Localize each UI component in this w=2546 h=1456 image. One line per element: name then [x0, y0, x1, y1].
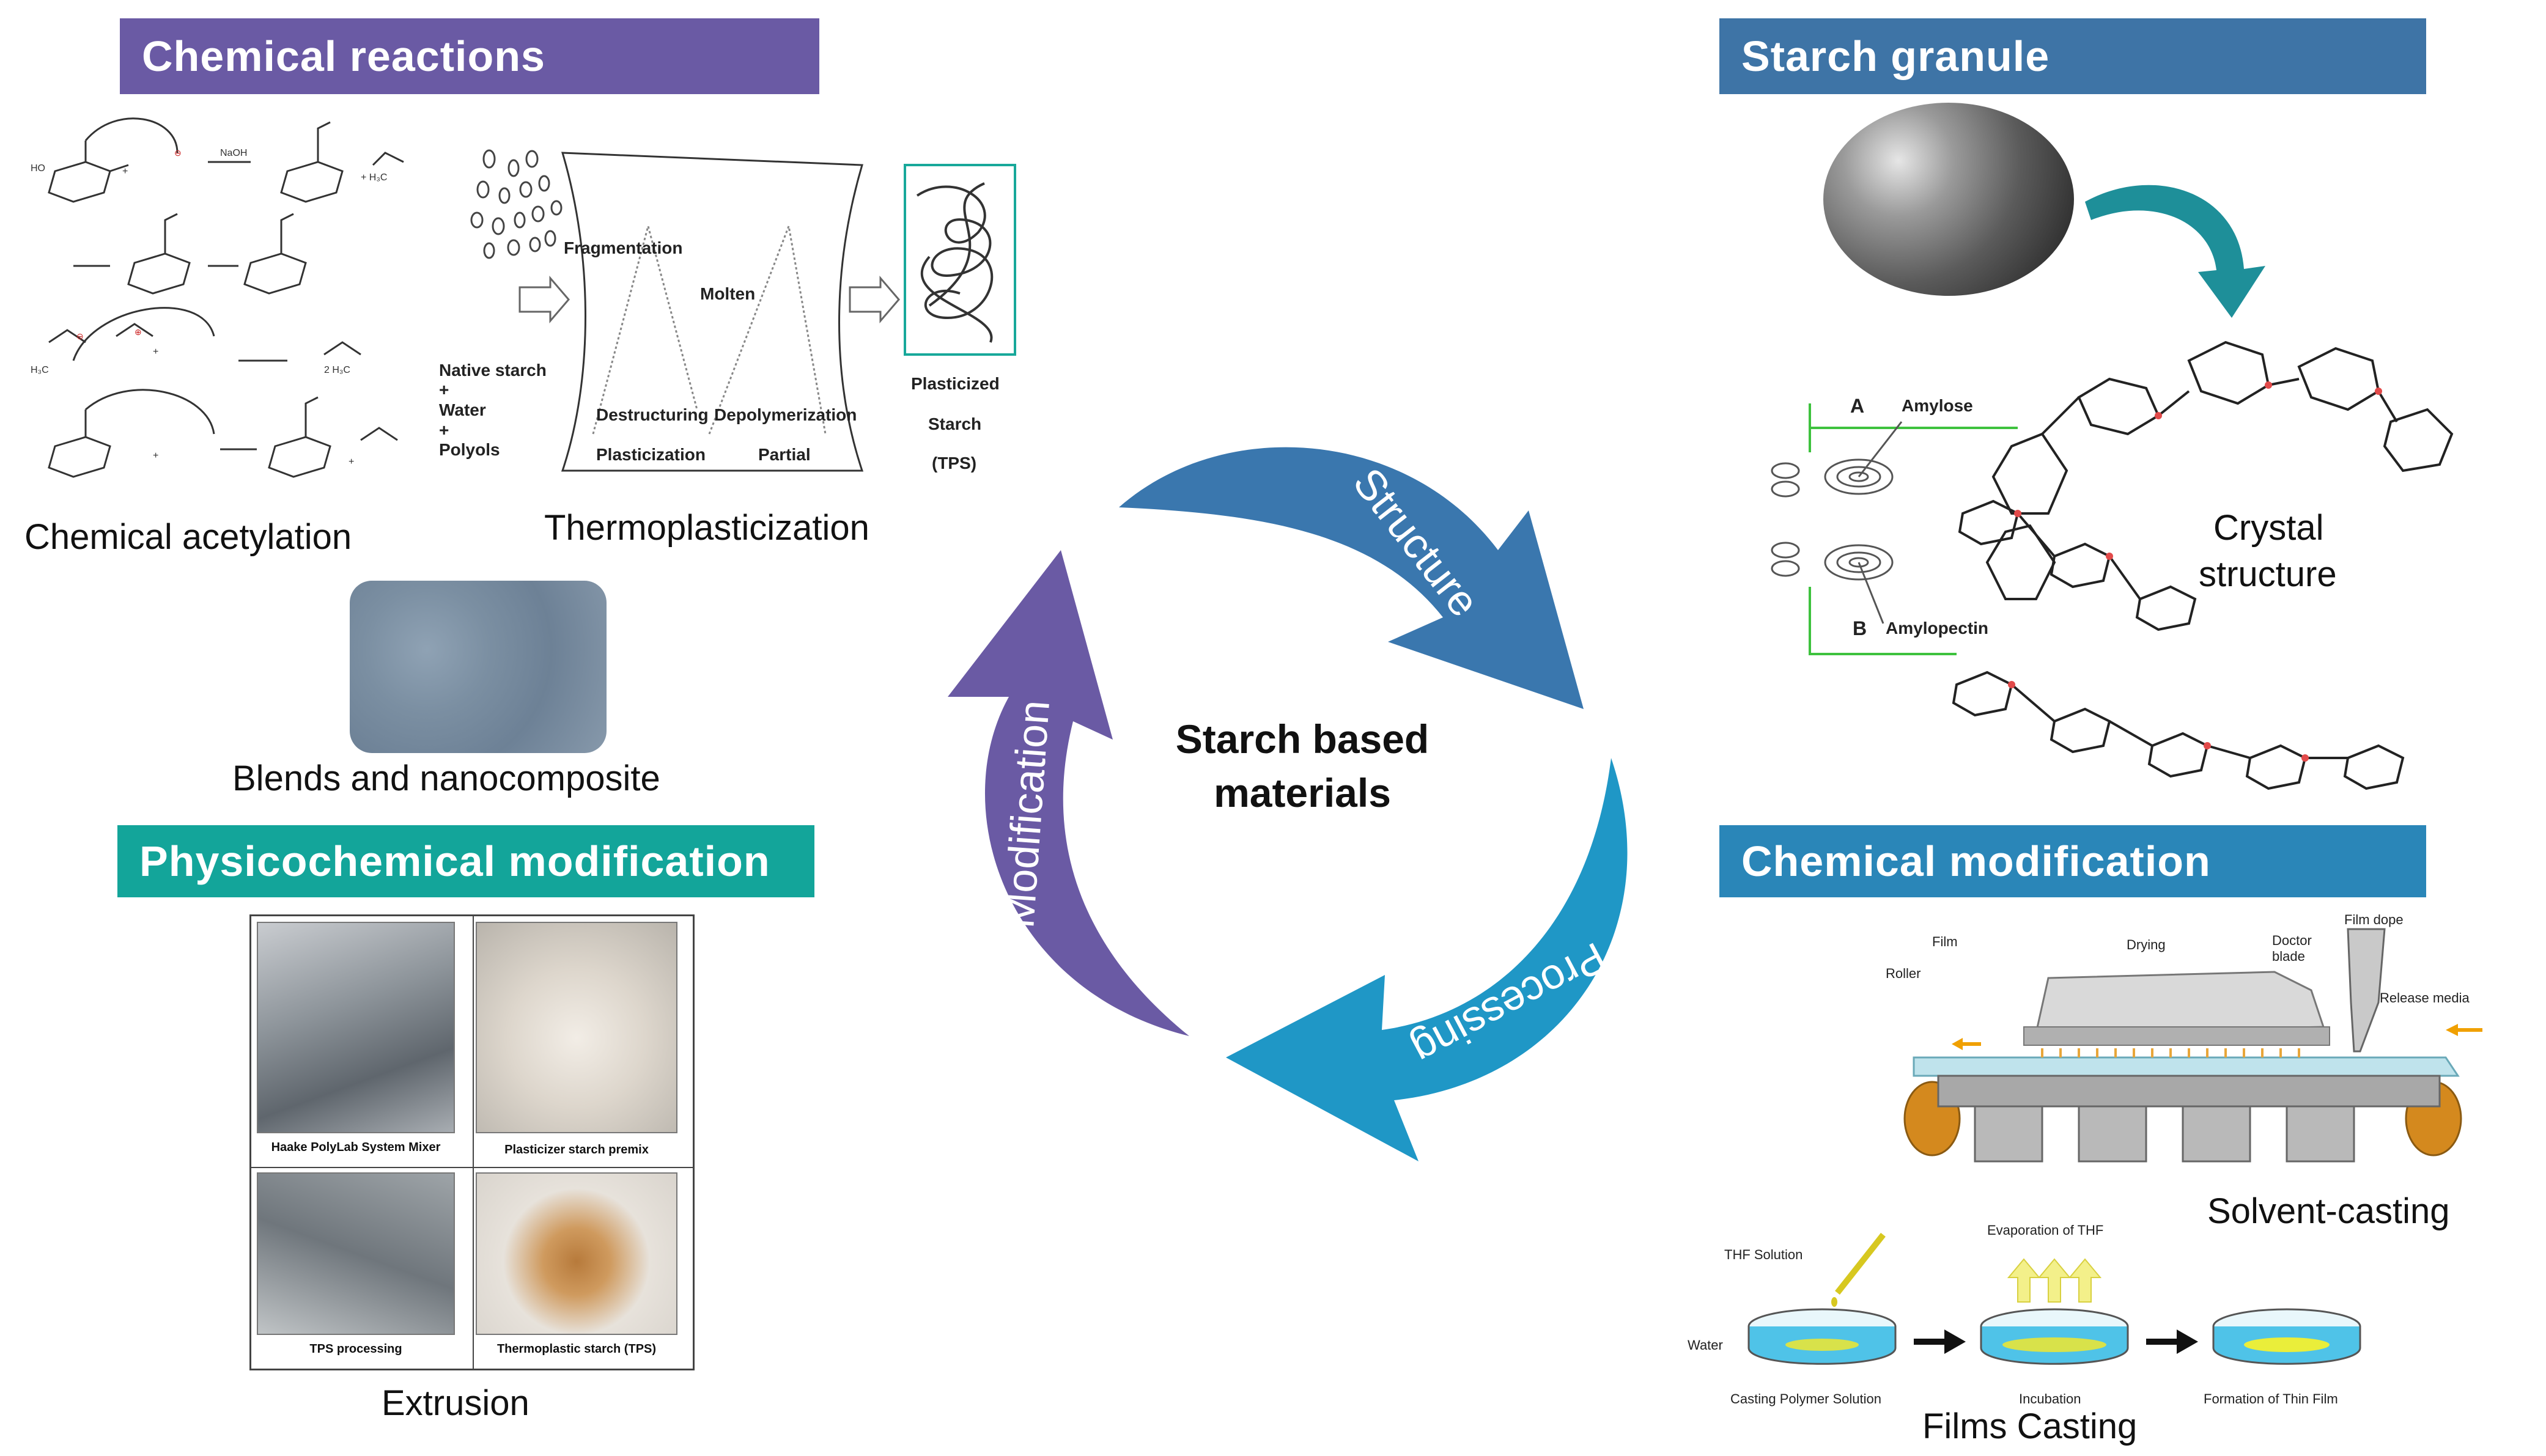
header-chemical-modification: Chemical modification	[1719, 825, 2426, 897]
thermo-depolymerization: Depolymerization	[714, 405, 857, 424]
svg-text:H₃C: H₃C	[31, 365, 49, 375]
solvent-roller: Roller	[1886, 966, 1921, 981]
thermo-fragmentation: Fragmentation	[564, 238, 683, 257]
caption-crystal-structure-line2: structure	[2199, 554, 2337, 594]
solvent-doctor-blade-1: Doctor	[2272, 933, 2312, 948]
header-physicochemical-modification: Physicochemical modification	[117, 825, 814, 897]
svg-text:+: +	[153, 347, 158, 357]
thermo-partial: Partial	[758, 445, 811, 464]
thermoplasticization-diagram	[470, 149, 1016, 472]
caption-photo-2: Plasticizer starch premix	[504, 1143, 649, 1156]
solvent-release-media: Release media	[2380, 990, 2470, 1006]
svg-text:NaOH: NaOH	[220, 148, 247, 158]
photo-tps-processing	[257, 1172, 455, 1335]
films-thf-solution: THF Solution	[1724, 1247, 1803, 1262]
thermo-plus-2: +	[439, 421, 449, 439]
caption-blends: Blends and nanocomposite	[232, 759, 660, 798]
solvent-drying: Drying	[2127, 937, 2166, 952]
granule-label-b: B	[1853, 617, 1867, 639]
thermo-starch: Starch	[928, 414, 982, 433]
caption-films-casting: Films Casting	[1922, 1406, 2138, 1446]
films-casting: Casting Polymer Solution	[1730, 1391, 1882, 1406]
thermo-tps: (TPS)	[932, 454, 977, 472]
thermo-destructuring: Destructuring	[596, 405, 709, 424]
films-water: Water	[1688, 1337, 1723, 1353]
granule-curved-arrow	[2085, 185, 2265, 318]
header-starch-granule: Starch granule	[1719, 18, 2426, 94]
films-formation: Formation of Thin Film	[2204, 1391, 2338, 1406]
thermo-water: Water	[439, 400, 486, 419]
caption-photo-1: Haake PolyLab System Mixer	[271, 1141, 441, 1154]
header-chemical-reactions: Chemical reactions	[120, 18, 819, 94]
photo-thermoplastic-starch	[476, 1172, 677, 1335]
thermo-native-starch: Native starch	[439, 361, 547, 380]
caption-solvent-casting: Solvent-casting	[2207, 1191, 2450, 1231]
films-casting-diagram	[1747, 1232, 2361, 1365]
solvent-film-dope: Film dope	[2344, 912, 2404, 927]
caption-chemical-acetylation: Chemical acetylation	[24, 517, 352, 557]
acetylation-scheme: HO + NaOH + H₃C 2 H₃C H₃C + + + ⊖ ⊕ ⊖	[31, 117, 404, 478]
solvent-doctor-blade-2: blade	[2272, 949, 2305, 964]
caption-photo-3: TPS processing	[309, 1342, 402, 1356]
center-title-line2: materials	[1214, 770, 1391, 815]
svg-text:⊕: ⊕	[135, 327, 142, 337]
svg-text:+: +	[122, 166, 128, 177]
cycle-arrows: Structure Processing Modification	[948, 447, 1628, 1161]
svg-text:+: +	[349, 457, 354, 467]
thermo-plasticized: Plasticized	[911, 374, 1000, 393]
caption-extrusion: Extrusion	[382, 1383, 529, 1423]
films-incubation: Incubation	[2019, 1391, 2081, 1406]
starch-granule-sem-image	[1823, 103, 2074, 296]
films-evaporation: Evaporation of THF	[1987, 1223, 2104, 1238]
center-title-line1: Starch based	[1175, 716, 1430, 762]
caption-thermoplasticization: Thermoplasticization	[544, 508, 869, 548]
granule-amylopectin: Amylopectin	[1886, 619, 1989, 638]
thermo-plus-1: +	[439, 380, 449, 399]
svg-text:⊖: ⊖	[76, 331, 84, 341]
svg-text:2 H₃C: 2 H₃C	[324, 365, 350, 375]
svg-text:HO: HO	[31, 163, 45, 174]
photo-haake-mixer	[257, 922, 455, 1133]
thermo-molten: Molten	[700, 284, 756, 303]
thermo-plasticization: Plasticization	[596, 445, 706, 464]
caption-crystal-structure-line1: Crystal	[2213, 508, 2324, 548]
center-title: Starch based materials	[1101, 712, 1504, 820]
solvent-film: Film	[1932, 934, 1958, 949]
svg-text:+: +	[153, 450, 158, 461]
svg-text:⊖: ⊖	[174, 148, 182, 158]
granule-amylose: Amylose	[1902, 396, 1973, 415]
crystal-structure-diagram	[1771, 340, 2454, 790]
structure-arrow	[1119, 447, 1584, 709]
caption-photo-4: Thermoplastic starch (TPS)	[496, 1342, 657, 1356]
blends-nanocomposite-image	[350, 581, 607, 753]
solvent-casting-machine	[1903, 928, 2482, 1163]
svg-text:+ H₃C: + H₃C	[361, 172, 387, 183]
granule-label-a: A	[1850, 395, 1865, 417]
photo-plasticizer-premix	[476, 922, 677, 1133]
processing-arrow	[1226, 758, 1628, 1161]
thermo-polyols: Polyols	[439, 440, 500, 459]
modification-arrow	[948, 550, 1189, 1036]
